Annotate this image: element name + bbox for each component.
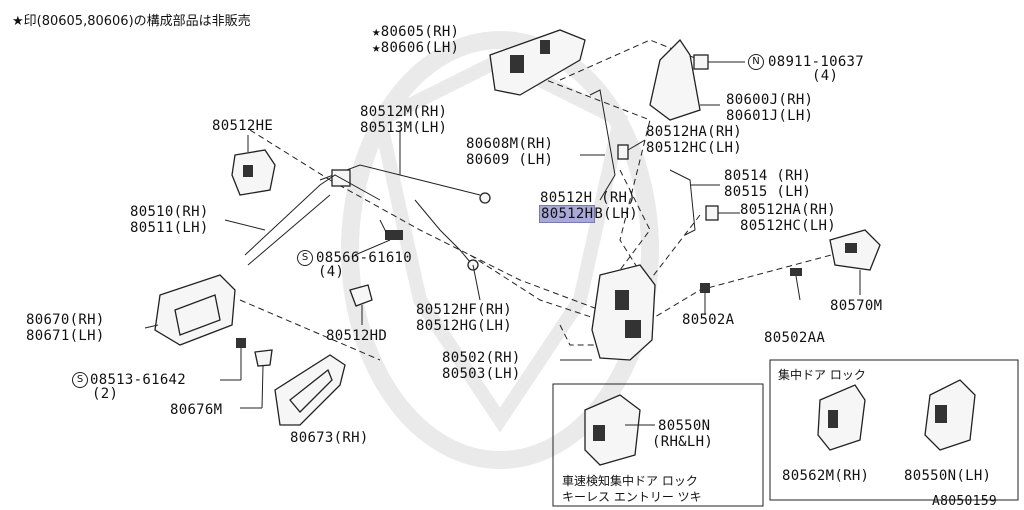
- cap-part-80676m: [254, 349, 273, 367]
- label-80503[interactable]: 80503(LH): [442, 366, 521, 382]
- keyless-entry-box: [552, 383, 764, 507]
- bracket-part-80512he: [231, 135, 276, 196]
- not-sold-note: ★印(80605,80606)の構成部品は非販売: [12, 14, 251, 29]
- label-80562m[interactable]: 80562M(RH): [782, 468, 870, 484]
- label-08513-qty: (2): [92, 386, 119, 402]
- label-80512hd[interactable]: 80512HD: [326, 328, 388, 344]
- actuator-part-80550n: [924, 379, 976, 451]
- label-80512ha-top[interactable]: 80512HA(RH): [646, 124, 743, 140]
- label-08566[interactable]: 08566-61610: [316, 250, 413, 266]
- label-80502[interactable]: 80502(RH): [442, 350, 521, 366]
- diagram-id: A8050159: [932, 494, 998, 509]
- label-80676m[interactable]: 80676M: [170, 402, 223, 418]
- keyless-box-caption-1: 車速検知集中ドア ロック: [562, 474, 698, 488]
- label-80502a[interactable]: 80502A: [682, 312, 735, 328]
- plate-part: [649, 38, 701, 121]
- s-prefix-icon: S: [297, 250, 313, 266]
- keyless-box-caption-2: キーレス エントリー ツキ: [562, 490, 702, 504]
- label-80671[interactable]: 80671(LH): [26, 328, 105, 344]
- label-80510[interactable]: 80510(RH): [130, 204, 209, 220]
- label-80511[interactable]: 80511(LH): [130, 220, 209, 236]
- label-80512hb[interactable]: 80512HB(LH): [538, 205, 639, 223]
- clip-part-80512hd: [349, 284, 373, 307]
- label-80515[interactable]: 80515 (LH): [724, 184, 812, 200]
- label-80512hb-rest: B(LH): [594, 206, 639, 222]
- label-80513m[interactable]: 80513M(LH): [360, 120, 448, 136]
- bolt-part-08911: [693, 54, 745, 70]
- label-08911[interactable]: 08911-10637: [768, 54, 865, 70]
- screw-part-08566: [354, 219, 403, 256]
- inside-handle-part: [144, 274, 236, 346]
- door-lock-part: [560, 264, 656, 361]
- label-80570m[interactable]: 80570M: [830, 298, 883, 314]
- central-lock-box-title: 集中ドア ロック: [778, 368, 866, 382]
- label-80512h[interactable]: 80512H (RH): [540, 190, 637, 206]
- label-80512he[interactable]: 80512HE: [212, 118, 274, 134]
- label-80512m[interactable]: 80512M(RH): [360, 104, 448, 120]
- actuator-part-80562m: [817, 384, 866, 451]
- label-80609[interactable]: 80609 (LH): [466, 152, 554, 168]
- label-80601j[interactable]: 80601J(LH): [726, 108, 814, 124]
- label-80512hg[interactable]: 80512HG(LH): [416, 318, 513, 334]
- label-80512hf[interactable]: 80512HF(RH): [416, 302, 513, 318]
- s-prefix-icon-2: S: [72, 372, 88, 388]
- label-80550n-box1[interactable]: 80550N: [658, 418, 711, 434]
- label-08911-qty: (4): [812, 68, 839, 84]
- label-80606[interactable]: ★80606(LH): [372, 40, 460, 56]
- label-80605[interactable]: ★80605(RH): [372, 24, 460, 40]
- label-80512hc-top[interactable]: 80512HC(LH): [646, 140, 743, 156]
- label-80670[interactable]: 80670(RH): [26, 312, 105, 328]
- label-80512hc-mid[interactable]: 80512HC(LH): [740, 218, 837, 234]
- label-80673[interactable]: 80673(RH): [290, 430, 369, 446]
- highlighted-part-number: 80512H: [538, 205, 596, 223]
- label-08566-qty: (4): [318, 264, 345, 280]
- label-80600j[interactable]: 80600J(RH): [726, 92, 814, 108]
- label-80512ha-mid[interactable]: 80512HA(RH): [740, 202, 837, 218]
- label-80502aa[interactable]: 80502AA: [764, 330, 826, 346]
- label-80550n-box1-rhlh[interactable]: (RH&LH): [652, 434, 714, 450]
- outside-handle-part: [489, 29, 586, 96]
- actuator-part-box1: [584, 394, 641, 466]
- central-lock-box: [769, 359, 1019, 501]
- label-80608m[interactable]: 80608M(RH): [466, 136, 554, 152]
- n-prefix-icon: N: [748, 54, 764, 70]
- label-80550n-lh[interactable]: 80550N(LH): [904, 468, 992, 484]
- label-80514[interactable]: 80514 (RH): [724, 168, 812, 184]
- label-08513[interactable]: 08513-61642: [90, 372, 187, 388]
